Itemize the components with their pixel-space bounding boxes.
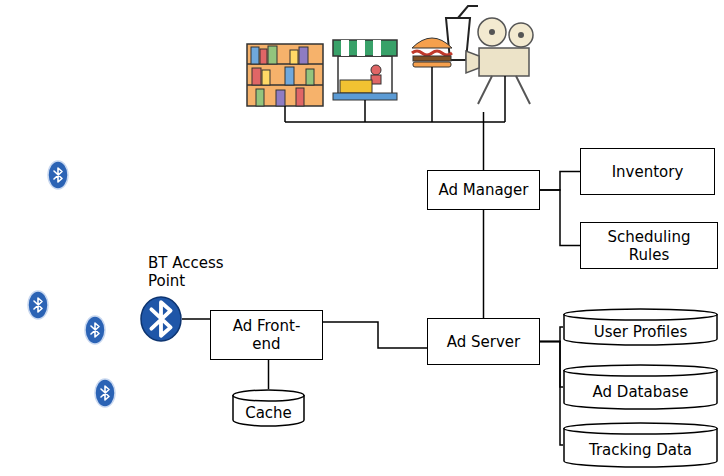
bluetooth-device <box>85 316 105 344</box>
shop-icon <box>340 80 372 93</box>
food-icon <box>412 38 452 48</box>
projector-icon <box>478 18 506 46</box>
food-icon <box>413 56 451 61</box>
cylinder-top <box>564 423 717 434</box>
process-box: Ad Front-end <box>210 310 323 360</box>
shop-icon <box>333 93 397 100</box>
projector-icon <box>466 51 479 73</box>
group-heading: Advertisers <box>597 57 682 75</box>
cylinder-top <box>564 365 717 376</box>
projector-icon <box>516 76 530 104</box>
bluetooth-device <box>28 291 48 319</box>
connector-line <box>323 322 427 348</box>
food-icon <box>412 6 478 122</box>
bookshelf-icon <box>290 50 298 64</box>
bluetooth-device <box>101 386 109 400</box>
bookshelf-icon <box>306 69 314 85</box>
device-group: Client BT Devices <box>8 140 128 442</box>
bluetooth-device <box>28 291 48 319</box>
connector-line <box>483 112 485 170</box>
database-cylinder: Tracking Data <box>563 422 718 468</box>
bookshelf-icon <box>276 90 285 106</box>
node-label: Ad Front-end <box>224 317 310 353</box>
shop-icon <box>333 40 397 56</box>
bookshelf-icon <box>262 70 270 85</box>
bluetooth-device <box>85 316 105 344</box>
node-label: Ad Server <box>447 333 520 351</box>
projector-icon <box>489 29 495 35</box>
projector-icon <box>509 23 533 47</box>
node-label: Ad Database <box>593 373 689 401</box>
process-box: Ad Manager <box>427 170 540 210</box>
connector-line <box>483 210 485 318</box>
connector-line <box>182 318 210 320</box>
store-box: Scheduling Rules <box>580 222 718 269</box>
projector-icon <box>504 76 506 122</box>
node-label: Tracking Data <box>589 431 692 459</box>
node-label: Cache <box>245 394 292 422</box>
bluetooth-device <box>95 379 115 407</box>
connector-line <box>540 172 580 191</box>
database-cylinder: Ad Database <box>563 364 718 410</box>
shop-icon <box>357 40 365 56</box>
bookshelf-icon <box>260 49 267 64</box>
group-heading: Client BT Devices <box>30 90 130 126</box>
bookshelf-icon <box>251 47 259 64</box>
node-label: Inventory <box>612 163 684 181</box>
bluetooth-device <box>91 323 99 337</box>
node-label: User Profiles <box>594 313 687 341</box>
bookshelf-icon <box>252 68 261 85</box>
shop-icon <box>338 56 392 94</box>
bluetooth-device <box>48 161 68 189</box>
projector-icon <box>466 18 533 122</box>
connector-line <box>540 327 563 342</box>
bluetooth-device <box>95 379 115 407</box>
connector-line <box>540 190 580 246</box>
store-box: Inventory <box>580 148 715 195</box>
bookshelf-icon <box>299 47 308 64</box>
cylinder-top <box>564 309 717 320</box>
food-icon <box>412 51 452 55</box>
advertiser-bus <box>285 121 505 123</box>
node-label: Ad Manager <box>438 181 528 199</box>
bluetooth-rune <box>151 302 170 336</box>
process-box: Ad Server <box>427 318 540 365</box>
projector-icon <box>478 76 492 104</box>
projector-icon <box>479 48 529 76</box>
group-heading: BT Access Point <box>148 254 258 290</box>
bluetooth-device <box>34 298 42 312</box>
food-icon <box>413 62 451 67</box>
shop-icon <box>364 100 366 122</box>
projector-icon <box>518 32 524 38</box>
bookshelf-icon <box>256 89 264 106</box>
shop-icon <box>373 40 381 56</box>
database-cylinder: Cache <box>232 389 305 427</box>
bookshelf-icon <box>296 88 304 106</box>
access-point: BT Access Point <box>140 296 182 342</box>
connector-line <box>540 342 563 446</box>
bluetooth-device <box>54 168 62 182</box>
shop-icon <box>371 65 381 75</box>
advertiser-group: Advertisers <box>232 5 560 112</box>
bookshelf-icon <box>284 106 286 122</box>
food-icon <box>431 67 433 122</box>
shop-icon <box>333 40 397 122</box>
shop-icon <box>341 40 349 56</box>
node-label: Scheduling Rules <box>602 228 697 264</box>
bookshelf-icon <box>247 44 323 106</box>
bluetooth-oval <box>141 297 181 341</box>
bookshelf-icon <box>285 67 294 85</box>
connector-line <box>268 360 270 389</box>
bookshelf-icon <box>247 44 323 122</box>
bookshelf-icon <box>268 46 277 64</box>
database-cylinder: User Profiles <box>563 308 718 346</box>
food-icon <box>458 6 478 18</box>
bluetooth-device <box>48 161 68 189</box>
bluetooth-icon <box>140 296 182 342</box>
cylinder-top <box>233 390 304 401</box>
